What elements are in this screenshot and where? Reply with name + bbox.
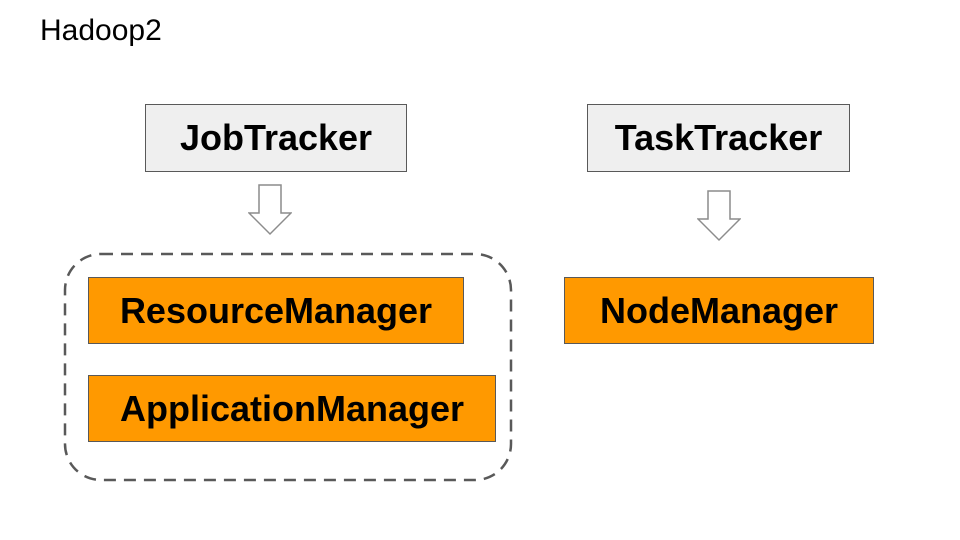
resource-group-outline bbox=[63, 252, 513, 482]
node-manager-node: NodeManager bbox=[564, 277, 874, 344]
job-tracker-node: JobTracker bbox=[145, 104, 407, 172]
task-tracker-node: TaskTracker bbox=[587, 104, 850, 172]
down-arrow-icon bbox=[697, 190, 741, 242]
application-manager-node: ApplicationManager bbox=[88, 375, 496, 442]
resource-manager-node: ResourceManager bbox=[88, 277, 464, 344]
down-arrow-icon bbox=[248, 184, 292, 236]
slide-title: Hadoop2 bbox=[40, 14, 162, 47]
